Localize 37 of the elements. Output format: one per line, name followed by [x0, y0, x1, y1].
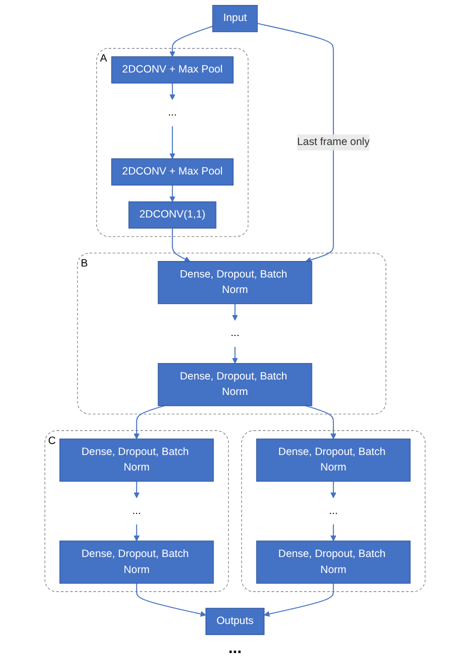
node-box [128, 201, 216, 229]
node-text: ... [328, 505, 338, 516]
arrow [172, 228, 190, 262]
node-box [206, 608, 264, 636]
arrow [264, 582, 334, 617]
node-box [158, 261, 312, 304]
node-box [256, 540, 411, 584]
flowchart-drawing: C B A Last frame only Input 2DCONV + Max Pool ... 2DCONV + Max Pool 2DCONV(1,1) Dense, Dropout, Batch Norm ... Dense, Dropout, Batch Norm Dense, Dropout, Batch Norm ... Dense, Dropout, Batch Norm Dense, Dropout, Batch Norm ... Dense, Dropout, Batch Norm Outputs [0, 0, 470, 640]
node-text: ... [168, 107, 177, 118]
arrow [169, 26, 214, 57]
node-box [59, 540, 214, 584]
node-box [158, 363, 312, 406]
arrow [169, 184, 176, 202]
cluster [44, 430, 229, 592]
arrow [232, 303, 238, 321]
arrow [232, 346, 238, 364]
node-box [212, 4, 258, 32]
arrow [169, 82, 176, 100]
ellipsis-label: ... [228, 640, 242, 657]
arrow [330, 480, 336, 498]
arrow [330, 524, 336, 542]
node-text: ... [132, 505, 142, 516]
arrow [169, 126, 176, 159]
arrow [134, 524, 140, 542]
node-box [59, 438, 214, 482]
node-box [111, 56, 234, 84]
node-box [256, 438, 411, 482]
arrow [305, 405, 336, 440]
cluster [241, 430, 426, 592]
node-text: ... [230, 328, 240, 339]
cluster [77, 252, 386, 414]
arrow [256, 22, 334, 263]
arrow [134, 405, 165, 440]
arrow [136, 582, 206, 617]
arrow [134, 480, 140, 498]
node-box [111, 158, 234, 186]
cluster [96, 48, 248, 237]
